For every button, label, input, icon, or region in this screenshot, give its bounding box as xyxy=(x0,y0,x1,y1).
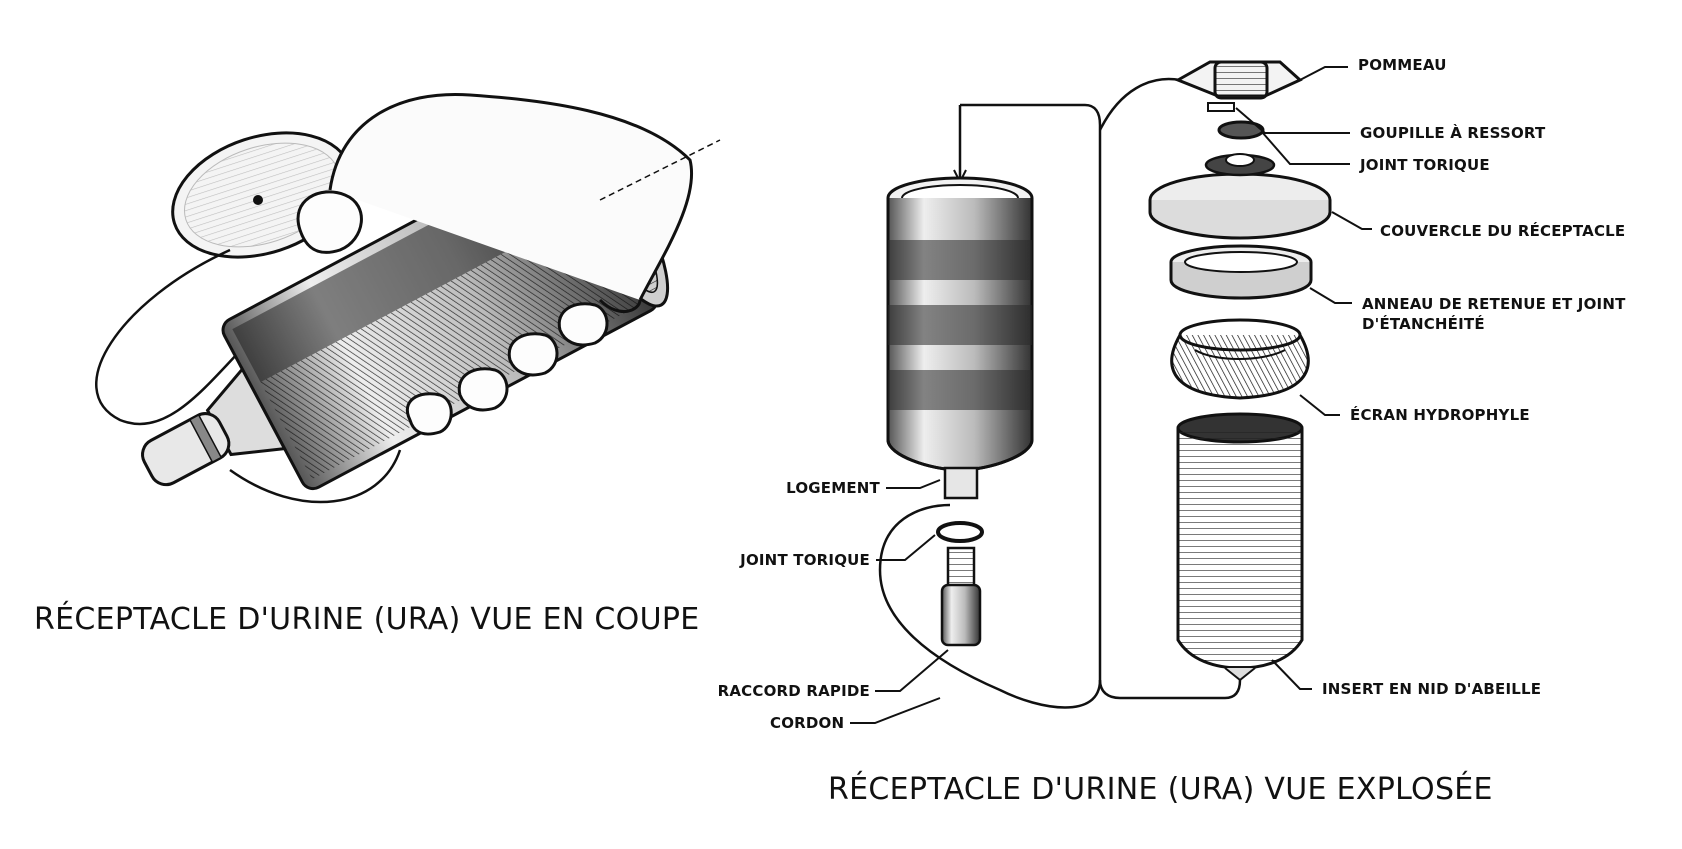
cutaway-nozzle xyxy=(141,412,231,487)
exploded-spring-pin xyxy=(1207,102,1235,112)
exploded-drawing xyxy=(850,60,1372,724)
exploded-screen xyxy=(1170,318,1310,400)
label-screen: ÉCRAN HYDROPHYLE xyxy=(1350,406,1530,424)
label-lid: COUVERCLE DU RÉCEPTACLE xyxy=(1380,222,1626,240)
cutaway-drawing xyxy=(95,92,721,504)
exploded-honeycomb xyxy=(1176,412,1304,682)
cutaway-hand xyxy=(328,92,693,301)
label-quick-connect: RACCORD RAPIDE xyxy=(717,682,870,700)
label-housing: LOGEMENT xyxy=(786,479,880,497)
cutaway-lanyard xyxy=(95,248,261,426)
exploded-quick-connect xyxy=(940,546,982,647)
exploded-lanyard xyxy=(960,103,1242,700)
exploded-o-ring-bottom xyxy=(936,521,984,543)
label-spring-pin: GOUPILLE À RESSORT xyxy=(1360,124,1546,142)
exploded-lid xyxy=(1148,153,1332,240)
leader-lines xyxy=(850,66,1372,724)
exploded-housing xyxy=(886,176,1034,500)
label-lanyard: CORDON xyxy=(770,714,845,732)
caption-cutaway: RÉCEPTACLE D'URINE (URA) VUE EN COUPE xyxy=(34,602,700,637)
caption-exploded: RÉCEPTACLE D'URINE (URA) VUE EXPLOSÉE xyxy=(828,772,1493,807)
exploded-knob xyxy=(1174,60,1303,100)
label-o-ring-top: JOINT TORIQUE xyxy=(1360,156,1490,174)
label-o-ring-bottom: JOINT TORIQUE xyxy=(740,551,870,569)
label-honeycomb: INSERT EN NID D'ABEILLE xyxy=(1322,680,1542,698)
label-retaining-ring: ANNEAU DE RETENUE ET JOINT D'ÉTANCHÉITÉ xyxy=(1362,295,1626,333)
exploded-retaining-ring xyxy=(1169,244,1313,300)
label-knob: POMMEAU xyxy=(1358,56,1447,74)
